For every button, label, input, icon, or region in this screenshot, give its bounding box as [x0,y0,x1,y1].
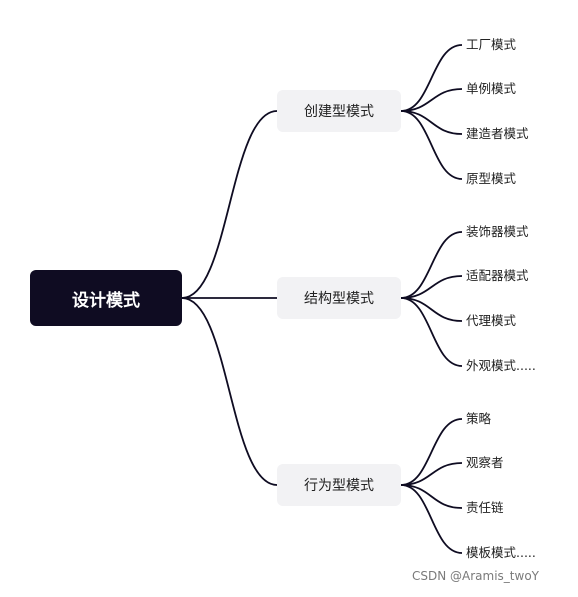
root-node: 设计模式 [30,270,182,326]
leaf-node-prototype: 原型模式 [466,171,517,186]
leaf-node-builder: 建造者模式 [466,126,529,141]
connector-category-1-leaf-0 [400,231,463,299]
connector-category-0-leaf-2 [400,110,463,135]
leaf-node-proxy: 代理模式 [466,313,517,328]
leaf-node-strategy: 策略 [466,411,492,426]
connector-category-1-leaf-2 [400,297,463,322]
connector-category-2-leaf-1 [400,462,463,486]
connector-category-0-leaf-3 [400,110,463,180]
leaf-node-observer: 观察者 [466,455,504,470]
category-node-creational: 创建型模式 [277,90,401,132]
connector-root-category-2 [181,297,278,486]
leaf-node-template: 模板模式..... [466,545,536,560]
category-node-behavioral: 行为型模式 [277,464,401,506]
connector-category-1-leaf-1 [400,275,463,299]
leaf-node-decorator: 装饰器模式 [466,224,529,239]
connector-root-category-0 [181,110,278,299]
leaf-node-factory: 工厂模式 [466,37,517,52]
connector-category-0-leaf-1 [400,88,463,112]
leaf-node-adapter: 适配器模式 [466,268,529,283]
leaf-node-chain: 责任链 [466,500,504,515]
connector-category-2-leaf-3 [400,484,463,554]
category-node-structural: 结构型模式 [277,277,401,319]
connector-category-2-leaf-2 [400,484,463,509]
watermark-text: CSDN @Aramis_twoY [412,569,539,583]
leaf-node-singleton: 单例模式 [466,81,517,96]
connector-category-2-leaf-0 [400,418,463,486]
connector-category-0-leaf-0 [400,44,463,112]
connector-category-1-leaf-3 [400,297,463,367]
leaf-node-facade: 外观模式..... [466,358,536,373]
